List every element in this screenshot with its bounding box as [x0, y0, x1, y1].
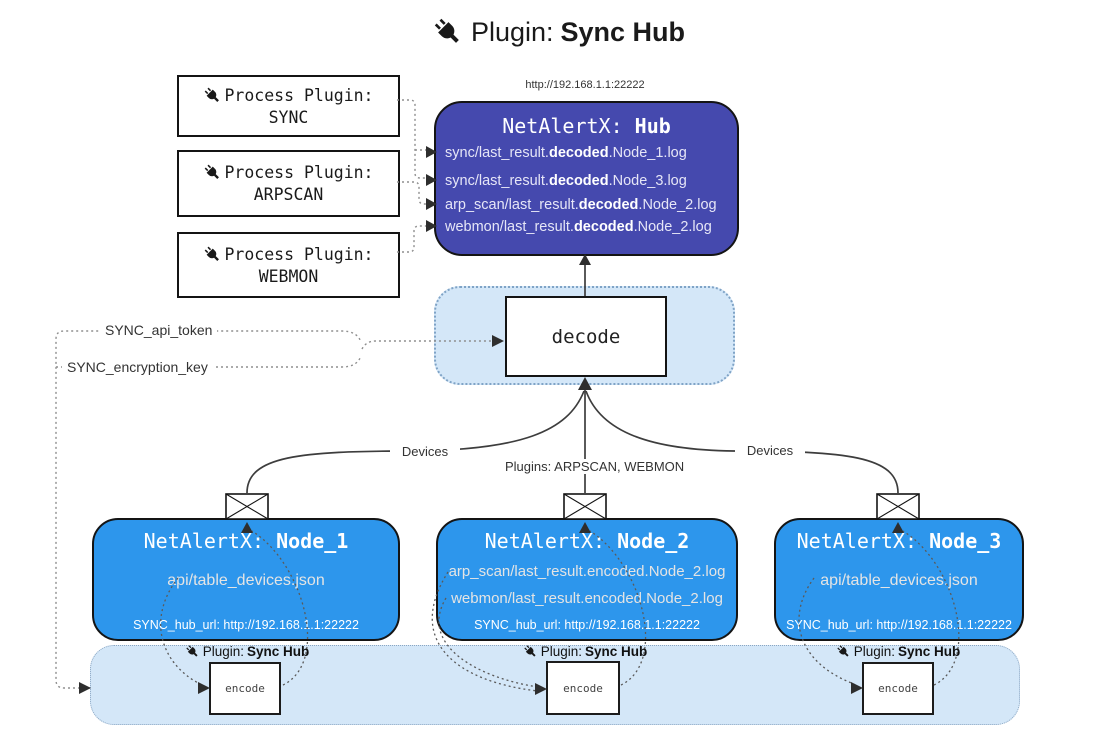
node-1-file: api/table_devices.json: [167, 572, 325, 589]
process-plugin-name: WEBMON: [258, 266, 319, 286]
hub-url-label: http://192.168.1.1:22222: [525, 79, 645, 91]
edge-arpscan-to-hub: [397, 181, 427, 205]
node-2-file-1: arp_scan/last_result.encoded.Node_2.log: [448, 563, 726, 580]
envelope-icon-node2: [563, 493, 607, 520]
encode-box-1: encode: [209, 662, 281, 715]
page-title-label: Plugin:: [470, 16, 554, 47]
hub-file-4: webmon/last_result.decoded.Node_2.log: [445, 219, 712, 235]
node-1-title: NetAlertX: Node_1: [143, 529, 349, 553]
process-plugin-webmon: Process Plugin: WEBMON: [177, 232, 400, 298]
hub-file-1: sync/last_result.decoded.Node_1.log: [445, 145, 687, 161]
band-plugin-label-1: Plugin: Sync Hub: [167, 644, 327, 659]
devices-right-label: Devices: [735, 443, 805, 458]
encode-box-2: encode: [546, 661, 620, 715]
node-3-hub-url: SYNC_hub_url: http://192.168.1.1:22222: [786, 618, 1012, 632]
node-2-file-2: webmon/last_result.encoded.Node_2.log: [451, 590, 723, 607]
envelope-icon-node1: [225, 493, 269, 520]
plug-icon: [205, 164, 220, 179]
hub-title: NetAlertX: Hub: [436, 103, 737, 138]
process-plugin-name: ARPSCAN: [253, 185, 324, 204]
page-title: Plugin: Sync Hub: [0, 16, 1117, 48]
process-plugin-heading: Process Plugin:: [224, 85, 374, 105]
node-2-box: NetAlertX: Node_2 arp_scan/last_result.e…: [436, 518, 738, 641]
sync-encryption-key-label: SYNC_encryption_key: [62, 359, 213, 375]
node-1-box: NetAlertX: Node_1 api/table_devices.json…: [92, 518, 400, 641]
hub-file-3: arp_scan/last_result.decoded.Node_2.log: [445, 197, 717, 213]
envelope-icon-node3: [876, 493, 920, 520]
sync-api-token-label: SYNC_api_token: [100, 322, 218, 338]
encode-box-3: encode: [862, 662, 934, 715]
node-2-title: NetAlertX: Node_2: [484, 529, 690, 553]
plug-icon: [434, 18, 459, 43]
devices-left-label: Devices: [390, 444, 460, 459]
page-title-name: Sync Hub: [560, 16, 686, 47]
process-plugin-arpscan: Process Plugin: ARPSCAN: [177, 150, 400, 217]
hub-title-prefix: NetAlertX:: [502, 114, 635, 138]
edge-webmon-to-hub: [397, 225, 427, 253]
node-3-title: NetAlertX: Node_3: [796, 529, 1002, 553]
node-3-file: api/table_devices.json: [820, 572, 978, 589]
process-plugin-heading: Process Plugin:: [224, 163, 374, 182]
band-plugin-label-2: Plugin: Sync Hub: [505, 644, 665, 659]
edge-sync-to-hub: [397, 99, 426, 179]
edge-node1-to-decode: [246, 390, 585, 494]
plug-icon: [186, 645, 198, 657]
edge-node3-to-decode: [585, 390, 899, 494]
hub-file-2: sync/last_result.decoded.Node_3.log: [445, 173, 687, 189]
plug-icon: [205, 246, 220, 261]
band-plugin-label-3: Plugin: Sync Hub: [818, 644, 978, 659]
hub-box: NetAlertX: Hub sync/last_result.decoded.…: [434, 101, 739, 256]
process-plugin-sync: Process Plugin: SYNC: [177, 75, 400, 137]
plug-icon: [524, 645, 536, 657]
plug-icon: [205, 87, 220, 102]
process-plugin-name: SYNC: [268, 107, 309, 127]
node-2-hub-url: SYNC_hub_url: http://192.168.1.1:22222: [474, 618, 700, 632]
node-1-hub-url: SYNC_hub_url: http://192.168.1.1:22222: [133, 618, 359, 632]
hub-title-name: Hub: [634, 114, 671, 138]
process-plugin-heading: Process Plugin:: [224, 244, 374, 264]
decode-box: decode: [505, 296, 667, 377]
plugins-center-label: Plugins: ARPSCAN, WEBMON: [500, 459, 684, 474]
plug-icon: [837, 645, 849, 657]
node-3-box: NetAlertX: Node_3 api/table_devices.json…: [774, 518, 1024, 641]
